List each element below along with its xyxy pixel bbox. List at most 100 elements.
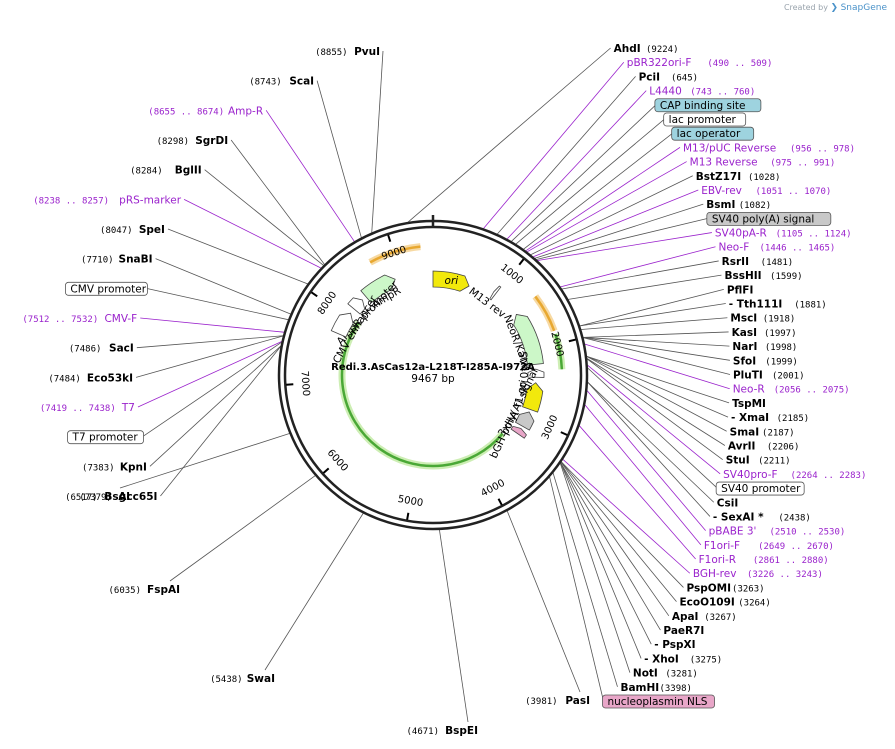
site-label-t7[interactable]: T7(7419 .. 7438) [40, 402, 135, 414]
site-label-pasi[interactable]: PasI(3981) [525, 695, 590, 707]
site-label-cap-binding-site[interactable]: CAP binding site [654, 98, 762, 113]
site-label-csii[interactable]: CsiI [717, 497, 738, 509]
site-label-sgrdi[interactable]: SgrDI(8298) [157, 135, 229, 147]
label-pos: (1881) [794, 301, 827, 311]
site-label-tth111i[interactable]: - Tth111I(1881) [729, 299, 827, 311]
site-label-sv40-promoter[interactable]: SV40 promoter [715, 481, 805, 496]
site-label-apai[interactable]: ApaI(3267) [672, 611, 737, 623]
label-name: PciI [639, 71, 660, 83]
label-pos: (1998) [765, 343, 798, 353]
feature-f1-ori[interactable] [522, 382, 544, 413]
site-label-paer7i[interactable]: PaeR7I [663, 625, 704, 637]
site-label-neo-r[interactable]: Neo-R(2056 .. 2075) [733, 384, 850, 396]
site-label-rsrii[interactable]: RsrII(1481) [722, 256, 794, 268]
site-label-cmv-f[interactable]: CMV-F(7512 .. 7532) [22, 313, 137, 325]
label-pos: (2510 .. 2530) [769, 528, 845, 538]
feature-box [602, 694, 715, 709]
label-name: SmaI [730, 426, 760, 438]
site-label-ebv-rev[interactable]: EBV-rev(1051 .. 1070) [701, 185, 831, 197]
label-pos: (1918) [763, 315, 796, 325]
site-label-neo-f[interactable]: Neo-F(1446 .. 1465) [718, 242, 835, 254]
leader-line [407, 47, 611, 223]
site-label-scai[interactable]: ScaI(8743) [249, 76, 314, 88]
feature-m13-rev[interactable] [489, 285, 502, 301]
site-label-sv40-poly-a-signal[interactable]: SV40 poly(A) signal [706, 211, 832, 226]
site-label-kpni[interactable]: KpnI(7383) [82, 461, 147, 473]
site-label-bgh-rev[interactable]: BGH-rev(3226 .. 3243) [693, 568, 823, 580]
site-label-m13-reverse[interactable]: M13 Reverse(975 .. 991) [690, 157, 836, 169]
site-label-f1ori-f[interactable]: F1ori-F(2649 .. 2670) [704, 540, 834, 552]
site-label-f1ori-r[interactable]: F1ori-R(2861 .. 2880) [699, 554, 829, 566]
site-label-noti[interactable]: NotI(3281) [633, 668, 698, 680]
feature-box [715, 481, 805, 496]
site-label-bglii[interactable]: BglII(8284) [130, 165, 202, 177]
label-name: FspAI [147, 584, 180, 596]
site-label-pspomi[interactable]: PspOMI(3263) [686, 582, 764, 594]
site-label-pbr322ori-f[interactable]: pBR322ori-F(490 .. 509) [627, 57, 773, 69]
site-label-swai[interactable]: SwaI(5438) [210, 673, 275, 685]
site-label-spei[interactable]: SpeI(8047) [100, 224, 165, 236]
site-label-bspei[interactable]: BspEI(4671) [406, 725, 478, 737]
site-label-amp-r[interactable]: Amp-R(8655 .. 8674) [148, 105, 263, 117]
site-label-lac-operator[interactable]: lac operator [671, 126, 755, 141]
feature-bgh-poly-a-signal[interactable] [514, 411, 535, 431]
feature-sv40-ori[interactable] [527, 368, 545, 378]
site-label-bsgi[interactable]: BsgI(6517) [65, 491, 130, 503]
site-label-cmv-promoter[interactable]: CMV promoter [65, 281, 148, 296]
site-label-pflfi[interactable]: PflFI [727, 284, 754, 296]
site-label-stui[interactable]: StuI(2211) [726, 455, 791, 467]
site-label-l4440[interactable]: L4440(743 .. 760) [649, 86, 755, 98]
site-label-ecoo109i[interactable]: EcoO109I(3264) [679, 597, 770, 609]
label-name: BsmI [706, 199, 735, 211]
site-label-sv40pro-f[interactable]: SV40pro-F(2264 .. 2283) [723, 469, 866, 481]
site-label-pvui[interactable]: PvuI(8855) [315, 46, 380, 58]
label-name: Acc65I [118, 491, 157, 503]
label-name: - PspXI [654, 639, 695, 651]
site-label-t7-promoter[interactable]: T7 promoter [67, 430, 144, 445]
site-label-lac-promoter[interactable]: lac promoter [663, 112, 747, 127]
site-label-xhoi[interactable]: - XhoI(3275) [644, 653, 722, 665]
label-pos: (3267) [704, 613, 737, 623]
site-label-tspmi[interactable]: TspMI [732, 398, 766, 410]
feature-3xha[interactable] [510, 425, 527, 439]
leader-line [530, 175, 693, 256]
site-label-ahdi[interactable]: AhdI(9224) [614, 43, 679, 55]
site-label-pcii[interactable]: PciI(645) [639, 71, 698, 83]
label-name: RsrII [722, 256, 749, 268]
site-label-smai[interactable]: SmaI(2187) [730, 426, 795, 438]
feature-ampr-promoter[interactable] [347, 297, 366, 315]
site-label-avrii[interactable]: AvrII(2206) [728, 440, 800, 452]
label-pos: (8855) [315, 48, 348, 58]
site-label-m13-puc-reverse[interactable]: M13/pUC Reverse(956 .. 978) [683, 142, 855, 154]
site-label-pbabe-3[interactable]: pBABE 3'(2510 .. 2530) [709, 526, 846, 538]
site-label-sfoi[interactable]: SfoI(1999) [733, 355, 798, 367]
site-label-snabi[interactable]: SnaBI(7710) [81, 254, 153, 266]
site-label-msci[interactable]: MscI(1918) [730, 313, 795, 325]
tick-mark [387, 234, 392, 242]
leader-line [561, 461, 684, 588]
site-label-kasi[interactable]: KasI(1997) [732, 327, 797, 339]
feature-neor-kanr[interactable] [513, 313, 544, 366]
feature-cmv-enhancer[interactable] [330, 312, 354, 338]
leader-line [583, 331, 729, 338]
feature-ampr[interactable] [360, 274, 396, 304]
site-label-prs-marker[interactable]: pRS-marker(8238 .. 8257) [33, 194, 182, 206]
site-label-fspai[interactable]: FspAI(6035) [108, 584, 180, 596]
site-label-saci[interactable]: SacI(7486) [69, 343, 134, 355]
site-label-bamhi[interactable]: BamHI(3398) [620, 682, 692, 694]
site-label-bsshii[interactable]: BssHII(1599) [724, 270, 802, 282]
site-label-pluti[interactable]: PluTI(2001) [733, 370, 805, 382]
site-label-nucleoplasmin-nls[interactable]: nucleoplasmin NLS [602, 694, 715, 709]
site-label-bsmi[interactable]: BsmI(1082) [706, 199, 771, 211]
feature-ori[interactable] [432, 270, 470, 292]
tick-label: 8000 [316, 290, 339, 317]
site-label-nari[interactable]: NarI(1998) [732, 341, 797, 353]
site-label-sexai[interactable]: - SexAI *(2438) [713, 511, 811, 523]
site-label-eco53ki[interactable]: Eco53kI(7484) [48, 372, 133, 384]
site-label-acc65i[interactable]: Acc65I(7379) [79, 491, 157, 503]
site-label-bstz17i[interactable]: BstZ17I(1028) [696, 171, 781, 183]
site-label-sv40pa-r[interactable]: SV40pA-R(1105 .. 1124) [715, 228, 852, 240]
site-label-pspxi[interactable]: - PspXI [654, 639, 695, 651]
site-label-xmai[interactable]: - XmaI(2185) [731, 412, 809, 424]
